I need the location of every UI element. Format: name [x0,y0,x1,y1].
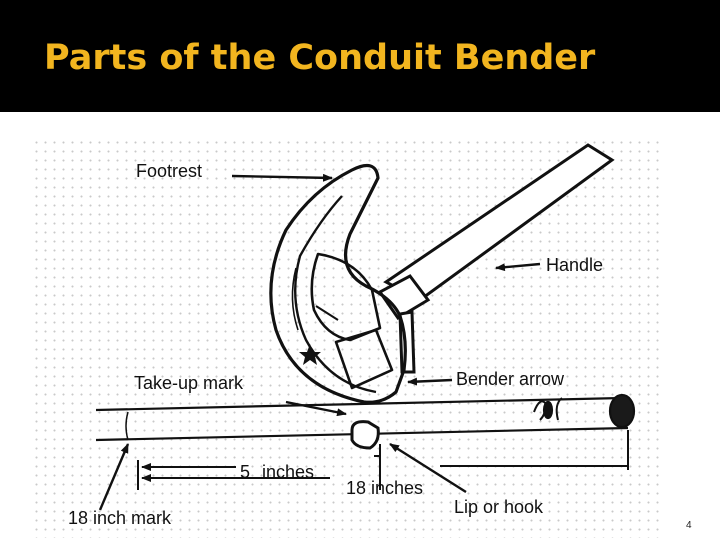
bender-head [269,163,407,404]
label-bender-arrow: Bender arrow [456,369,565,389]
label-eighteen-inches: 18 inches [346,478,423,498]
label-footrest: Footrest [136,161,202,181]
label-handle: Handle [546,255,603,275]
label-five-number: 5 [240,462,250,482]
title-bar: Parts of the Conduit Bender [0,0,720,112]
lip-hook [350,420,380,450]
measurement-lines [137,430,629,490]
page-number: 4 [686,520,692,531]
label-five-inches: inches [262,462,314,482]
label-takeup-mark: Take-up mark [134,373,244,393]
label-eighteen-inch-mark: 18 inch mark [68,508,172,528]
label-arrows [98,173,541,511]
bender-handle [377,143,615,374]
slide-title: Parts of the Conduit Bender [44,38,596,78]
label-lip-or-hook: Lip or hook [454,497,544,517]
takeup-star [299,344,321,365]
